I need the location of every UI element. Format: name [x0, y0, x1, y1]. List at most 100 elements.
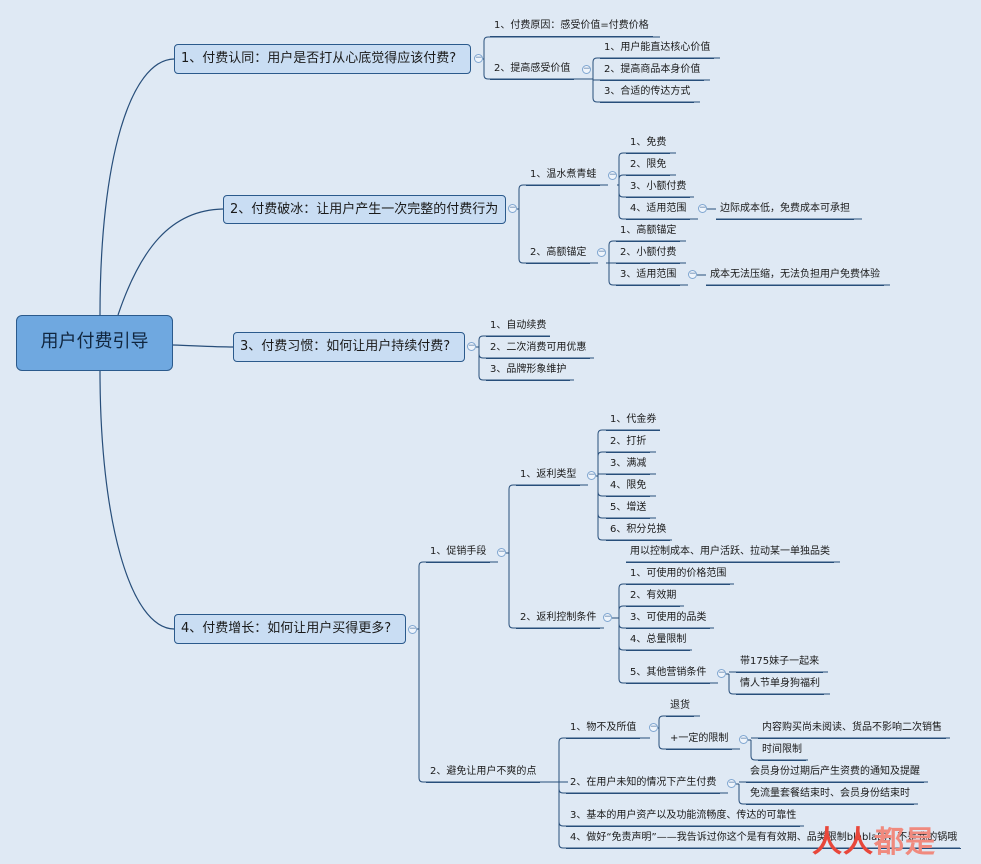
collapse-toggle-icon[interactable]: −: [508, 203, 517, 213]
connector-line: [508, 484, 516, 490]
t4-rt-4[interactable]: 4、限免: [606, 478, 651, 497]
connector-line: [483, 74, 490, 80]
t4-rt-5[interactable]: 5、增送: [606, 500, 651, 519]
t1-raise-value[interactable]: 2、提高感受价值: [490, 61, 575, 80]
connector-line: [658, 715, 666, 721]
t4-rc-5-a[interactable]: 带175妹子一起来: [736, 654, 824, 673]
t2-ha-3[interactable]: 3、适用范围: [616, 267, 681, 286]
t2-ha-3-note[interactable]: 成本无法压缩，无法负担用户免费体验: [706, 267, 884, 286]
t2-warm-water[interactable]: 1、温水煮青蛙: [526, 167, 601, 186]
connector-line: [618, 645, 626, 651]
connector-line: [738, 799, 746, 805]
connector-line: [597, 429, 606, 435]
connector-line: [518, 184, 526, 190]
t2-ha-2[interactable]: 2、小额付费: [616, 245, 681, 264]
t4-rc-4[interactable]: 4、总量限制: [626, 632, 691, 651]
collapse-toggle-icon[interactable]: −: [467, 341, 476, 351]
collapse-toggle-icon[interactable]: −: [603, 612, 612, 622]
topic-4[interactable]: 4、付费增长：如何让用户买得更多?: [174, 614, 406, 644]
t4-av-4[interactable]: 4、做好“免责声明”——我告诉过你这个是有有效期、品类限制blabla的，不是我…: [566, 830, 962, 849]
collapse-toggle-icon[interactable]: −: [688, 269, 697, 279]
t4-av-2-a[interactable]: 会员身份过期后产生资费的通知及提醒: [746, 764, 924, 783]
t4-av-2-b[interactable]: 免流量套餐结束时、会员身份结束时: [746, 786, 914, 805]
connector-line: [597, 451, 606, 457]
topic-2[interactable]: 2、付费破冰：让用户产生一次完整的付费行为: [223, 195, 506, 224]
t2-ww-3[interactable]: 3、小额付费: [626, 179, 691, 198]
t1-rv-2[interactable]: 2、提高商品本身价值: [600, 62, 705, 81]
collapse-toggle-icon[interactable]: −: [739, 734, 748, 744]
connector-line: [592, 57, 600, 63]
connector-line: [558, 821, 566, 827]
connector-line: [597, 535, 606, 541]
connector-line: [508, 623, 516, 629]
connector-line: [99, 370, 175, 630]
connector-line: [418, 777, 426, 783]
connector-line: [608, 240, 616, 246]
connector-line: [478, 353, 486, 359]
t3-auto-renew[interactable]: 1、自动续费: [486, 318, 551, 337]
t4-rc-1[interactable]: 1、可使用的价格范围: [626, 566, 731, 585]
collapse-toggle-icon[interactable]: −: [608, 170, 617, 180]
connector-line: [608, 280, 616, 286]
t2-ww-4[interactable]: 4、适用范围: [626, 201, 691, 220]
t2-ww-1[interactable]: 1、免费: [626, 135, 671, 154]
t4-rebate-type[interactable]: 1、返利类型: [516, 467, 581, 486]
connector-line: [658, 744, 666, 750]
t4-rt-2[interactable]: 2、打折: [606, 434, 651, 453]
t2-ww-4-note[interactable]: 边际成本低，免费成本可承担: [716, 201, 854, 220]
connector-line: [597, 491, 606, 497]
t2-high-anchor[interactable]: 2、高额锚定: [526, 245, 591, 264]
connector-line: [478, 375, 486, 381]
connector-line: [478, 335, 486, 341]
collapse-toggle-icon[interactable]: −: [587, 470, 596, 480]
t2-ww-2[interactable]: 2、限免: [626, 157, 671, 176]
root-node[interactable]: 用户付费引导: [16, 315, 173, 371]
collapse-toggle-icon[interactable]: −: [497, 547, 506, 557]
collapse-toggle-icon[interactable]: −: [408, 624, 417, 634]
connector-line: [618, 152, 626, 158]
t4-av-1-limit-a[interactable]: 内容购买尚未阅读、货品不影响二次销售: [758, 720, 946, 739]
t4-avoid[interactable]: 2、避免让用户不爽的点: [426, 764, 541, 783]
t4-av-1-limit-b[interactable]: 时间限制: [758, 742, 806, 761]
t4-av-1-return[interactable]: 退货: [666, 698, 694, 717]
t4-rt-3[interactable]: 3、满减: [606, 456, 651, 475]
t4-rc-2[interactable]: 2、有效期: [626, 588, 681, 607]
t1-rv-1[interactable]: 1、用户能直达核心价值: [600, 40, 715, 59]
t4-rebate-control[interactable]: 2、返利控制条件: [516, 610, 601, 629]
connector-line: [518, 258, 526, 264]
t2-ha-1[interactable]: 1、高额锚定: [616, 223, 681, 242]
collapse-toggle-icon[interactable]: −: [474, 53, 483, 63]
t4-rt-6[interactable]: 6、积分兑换: [606, 522, 671, 541]
connector-line: [558, 788, 566, 794]
t4-promotion[interactable]: 1、促销手段: [426, 544, 491, 563]
t4-av-1[interactable]: 1、物不及所值: [566, 720, 641, 739]
t3-brand-image[interactable]: 3、品牌形象维护: [486, 362, 571, 381]
t3-second-purchase[interactable]: 2、二次消费可用优惠: [486, 340, 591, 359]
collapse-toggle-icon[interactable]: −: [582, 64, 591, 74]
t4-av-3[interactable]: 3、基本的用户资产以及功能流畅度、传达的可靠性: [566, 808, 801, 827]
collapse-toggle-icon[interactable]: −: [597, 247, 606, 257]
collapse-toggle-icon[interactable]: −: [727, 778, 736, 788]
connector-line: [618, 605, 626, 611]
t4-rc-5[interactable]: 5、其他营销条件: [626, 665, 711, 684]
connector-line: [618, 192, 626, 198]
connector-line: [618, 678, 626, 684]
topic-3[interactable]: 3、付费习惯：如何让用户持续付费?: [233, 332, 465, 362]
collapse-toggle-icon[interactable]: −: [649, 722, 658, 732]
connector-line: [558, 737, 566, 743]
t4-rt-1[interactable]: 1、代金券: [606, 412, 661, 431]
t4-av-2[interactable]: 2、在用户未知的情况下产生付费: [566, 775, 721, 794]
connector-line: [117, 208, 224, 316]
t4-av-1-limit[interactable]: +一定的限制: [666, 731, 733, 750]
connector-line: [483, 36, 490, 42]
t1-rv-3[interactable]: 3、合适的传达方式: [600, 84, 695, 103]
t1-reason[interactable]: 1、付费原因：感受价值=付费价格: [490, 18, 653, 37]
topic-1[interactable]: 1、付费认同：用户是否打从心底觉得应该付费?: [174, 44, 471, 74]
t4-rc-5-b[interactable]: 情人节单身狗福利: [736, 676, 824, 695]
connector-line: [558, 843, 566, 849]
collapse-toggle-icon[interactable]: −: [698, 203, 707, 213]
t4-rc-3[interactable]: 3、可使用的品类: [626, 610, 711, 629]
collapse-toggle-icon[interactable]: −: [717, 668, 726, 678]
t4-rc-note[interactable]: 用以控制成本、用户活跃、拉动某一单独品类: [626, 544, 834, 563]
